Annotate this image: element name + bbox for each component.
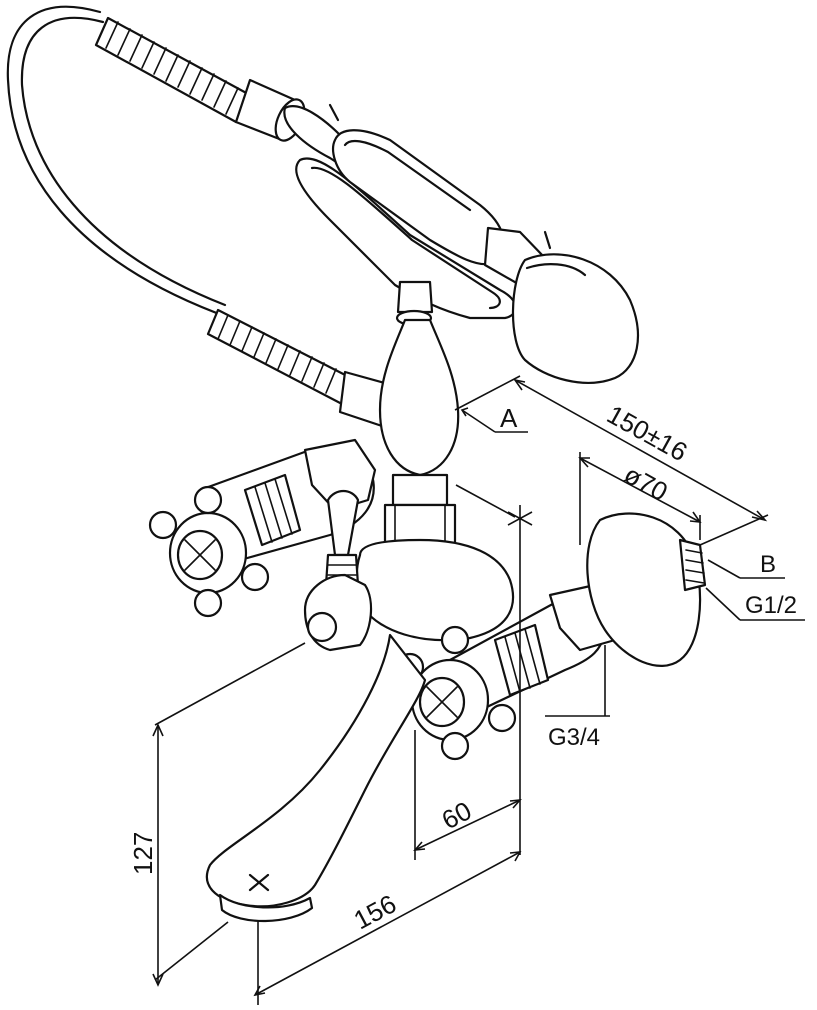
callout-b — [707, 559, 785, 579]
callout-g12 — [705, 587, 805, 621]
callout-g34-label: G3/4 — [548, 724, 600, 751]
dim-spout-reach-label: 156 — [349, 888, 401, 935]
dim-rosette-diameter — [578, 452, 702, 545]
dim-distance-label: 150±16 — [602, 399, 692, 467]
riser-column — [378, 318, 460, 552]
callout-a-label: A — [500, 403, 518, 433]
callout-b-label: B — [760, 551, 776, 578]
dim-rosette-diameter-label: ø70 — [619, 459, 673, 507]
diverter-lever — [324, 489, 360, 587]
dim-height — [152, 642, 306, 987]
hand-shower — [283, 103, 639, 384]
hose-end-upper — [94, 16, 306, 142]
left-cross-handle — [148, 485, 270, 618]
callout-g34 — [545, 645, 610, 717]
dim-spout-offset-label: 60 — [437, 795, 477, 835]
dim-spout-offset — [413, 730, 522, 860]
dim-spout-reach — [253, 851, 522, 1005]
axis-vertical — [455, 484, 533, 855]
callout-g12-label: G1/2 — [745, 592, 797, 619]
callout-a — [460, 407, 528, 433]
mixer-body — [355, 538, 515, 642]
dim-height-label: 127 — [128, 832, 158, 875]
wall-rosette — [586, 512, 707, 667]
diverter-body — [303, 573, 373, 652]
right-cross-handle — [395, 625, 517, 761]
dim-distance — [454, 375, 769, 546]
hose-end-lower — [206, 308, 394, 430]
left-arm — [198, 438, 377, 562]
shower-hose — [6, 5, 232, 320]
spout — [205, 633, 427, 923]
